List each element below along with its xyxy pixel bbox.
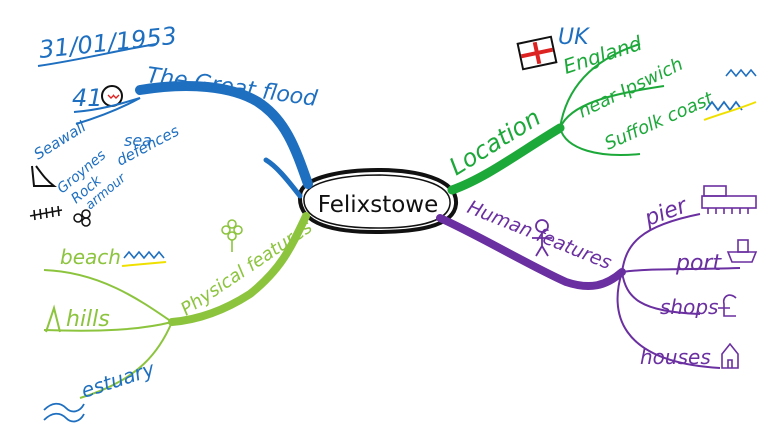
location-main-branch — [447, 123, 565, 195]
flood-main-branch — [135, 81, 313, 189]
physical-hills: hills — [66, 307, 110, 332]
person-icon — [532, 219, 552, 257]
ship-icon — [726, 239, 758, 263]
human-houses: houses — [640, 345, 711, 369]
house-icon — [721, 342, 739, 369]
flood-deaths: 41 — [72, 84, 103, 112]
physical-beach: beach — [60, 245, 121, 269]
river-icon — [43, 402, 85, 423]
human-port: port — [675, 251, 722, 276]
beach-waves-icon — [121, 250, 167, 267]
flower-icon — [221, 219, 243, 252]
physical-main-branch — [168, 212, 310, 326]
physical-estuary: estuary — [78, 356, 158, 403]
branch-human-features: Human features pier port shops houses — [436, 185, 758, 369]
pier-icon — [701, 185, 757, 214]
branch-physical-features: Physical features beach hills estuary — [43, 212, 316, 423]
central-node-label: Felixstowe — [318, 192, 439, 218]
england-flag-icon — [516, 35, 558, 71]
flood-date: 31/01/1953 — [38, 22, 178, 64]
location-uk: UK — [558, 25, 590, 50]
hills-icon — [45, 304, 61, 333]
human-branch-label: Human features — [464, 196, 615, 274]
human-pier: pier — [641, 193, 692, 232]
flood-branch-label: The Great flood — [145, 63, 320, 112]
rock-armour-icon — [73, 209, 91, 227]
physical-branch-label: Physical features — [177, 217, 316, 320]
human-shops: shops — [660, 295, 718, 319]
waves-icon — [703, 68, 757, 121]
groynes-icon — [29, 205, 63, 221]
human-main-branch — [436, 214, 626, 291]
pound-icon — [718, 294, 737, 317]
flood-seawall: Seawall — [31, 117, 90, 163]
seawall-icon — [31, 165, 57, 187]
central-node[interactable]: Felixstowe — [297, 167, 459, 235]
flood-sea: sea — [124, 131, 152, 150]
branch-location: Location UK England near Ipswich Suffolk… — [444, 25, 757, 195]
branch-great-flood: The Great flood 31/01/1953 41 Seawall se… — [29, 22, 320, 227]
